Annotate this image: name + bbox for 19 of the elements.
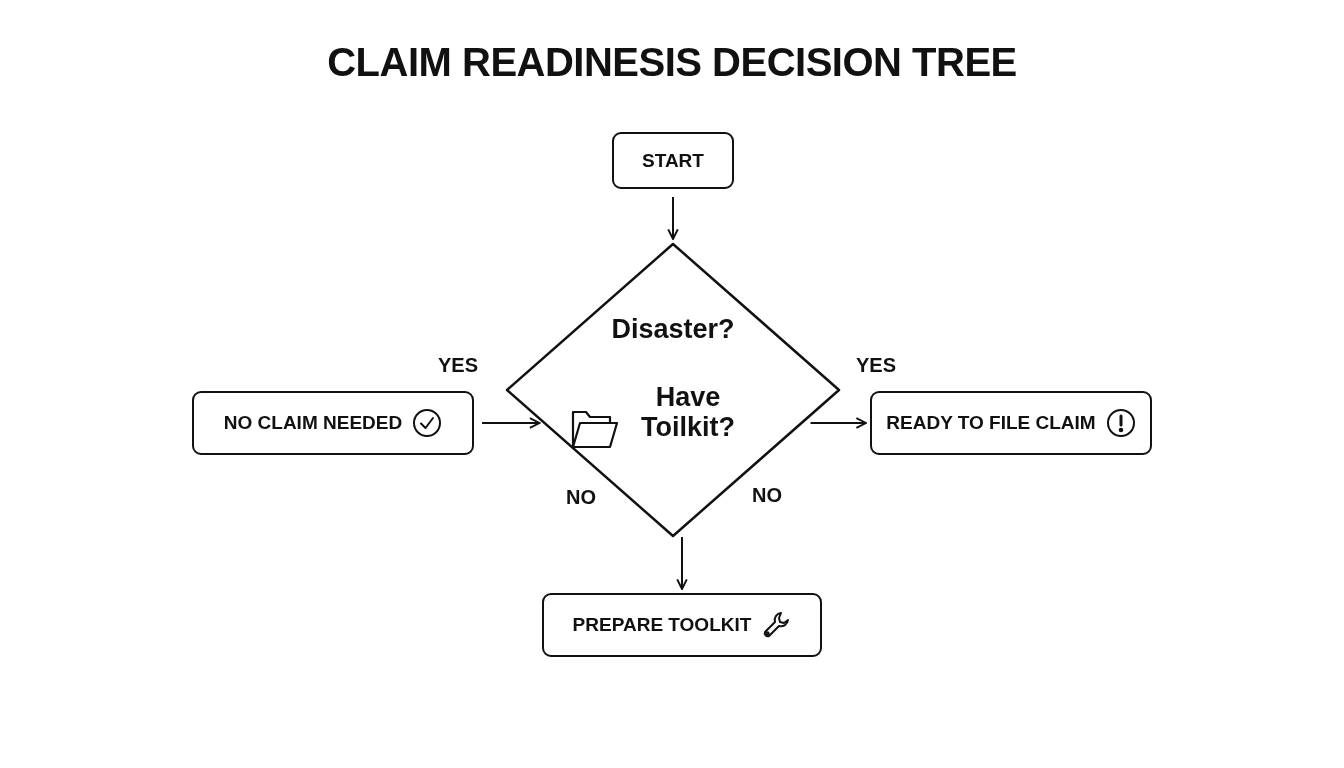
outcome-box xyxy=(870,391,1152,455)
diagram-title: CLAIM READINESIS DECISION TREE xyxy=(326,40,1018,85)
question-text: Have Toilkit? xyxy=(640,383,736,443)
branch-label: YES xyxy=(438,354,479,377)
box-label: PREPARE TOOLKIT xyxy=(572,614,752,636)
box-label: READY TO FILE CLAIM xyxy=(886,412,1096,434)
question-text: Disaster? xyxy=(610,315,736,345)
arrow xyxy=(809,417,867,429)
arrow xyxy=(667,196,679,240)
branch-label: YES xyxy=(856,354,897,377)
branch-label: NO xyxy=(752,484,782,507)
arrow xyxy=(676,536,688,590)
outcome-box xyxy=(192,391,474,455)
start-box xyxy=(612,132,734,189)
branch-label: NO xyxy=(566,486,596,509)
box-label: START xyxy=(642,149,704,172)
box-label: NO CLAIM NEEDED xyxy=(223,412,403,434)
arrow xyxy=(481,417,541,429)
process-box xyxy=(542,593,822,657)
